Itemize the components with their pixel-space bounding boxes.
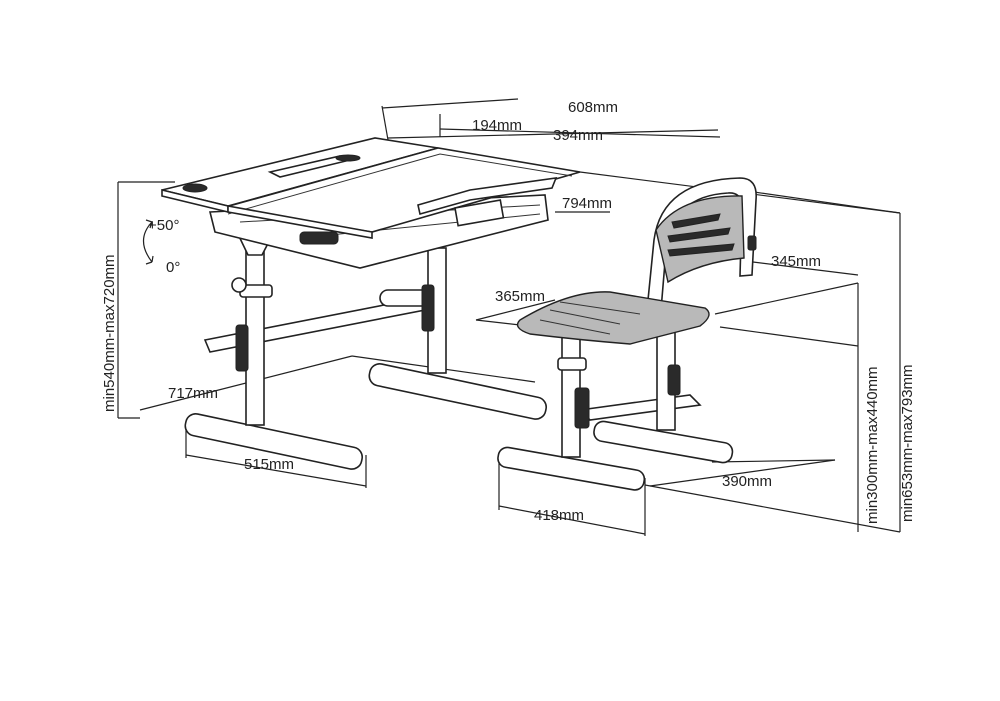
label-chair-back-width: 345mm <box>771 253 821 270</box>
label-desk-height: min540mm-max720mm <box>101 254 118 412</box>
chair-drawing <box>497 177 757 491</box>
label-chair-base-depth: 390mm <box>722 473 772 490</box>
desk-drawing <box>161 137 581 470</box>
tilt-arrow-icon <box>142 219 154 265</box>
label-tilt-min: 0° <box>166 259 180 276</box>
dimension-labels: 608mm 194mm 394mm 794mm min540mm-max720m… <box>101 99 916 524</box>
label-desk-width-total: 608mm <box>568 99 618 116</box>
label-desk-tilt-part: 394mm <box>553 127 603 144</box>
label-chair-seat-width: 365mm <box>495 288 545 305</box>
label-desk-depth: 794mm <box>562 195 612 212</box>
dimension-lines <box>117 98 901 536</box>
label-chair-back-height: min653mm-max793mm <box>899 364 916 522</box>
label-tilt-max: +50° <box>148 217 179 234</box>
label-chair-seat-height: min300mm-max440mm <box>864 366 881 524</box>
label-desk-flat-part: 194mm <box>472 117 522 134</box>
label-desk-base-depth: 717mm <box>168 385 218 402</box>
label-desk-base-width: 515mm <box>244 456 294 473</box>
label-chair-base-width: 418mm <box>534 507 584 524</box>
